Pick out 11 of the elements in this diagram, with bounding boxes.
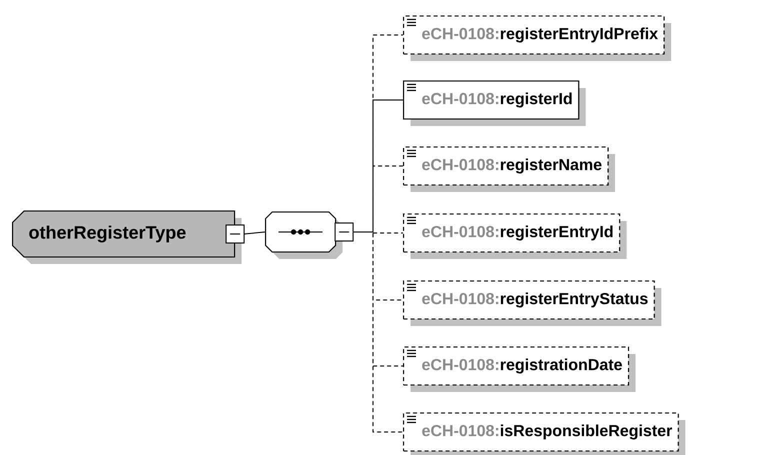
element-box: eCH-0108: registrationDate <box>403 346 636 392</box>
element-box: eCH-0108: registerEntryIdPrefix <box>403 15 672 61</box>
element-box: eCH-0108: registerId <box>403 80 586 126</box>
element-box: eCH-0108: registerEntryId <box>403 213 627 259</box>
element-box: eCH-0108: isResponsibleRegister <box>403 412 686 455</box>
element-box: eCH-0108: registerEntryStatus <box>403 280 662 326</box>
element-box: eCH-0108: registerName <box>403 146 616 192</box>
sequence-compositor <box>265 211 354 259</box>
connector-line <box>352 100 404 232</box>
complex-type-box: otherRegisterType <box>12 210 245 264</box>
connector-line <box>244 232 266 234</box>
